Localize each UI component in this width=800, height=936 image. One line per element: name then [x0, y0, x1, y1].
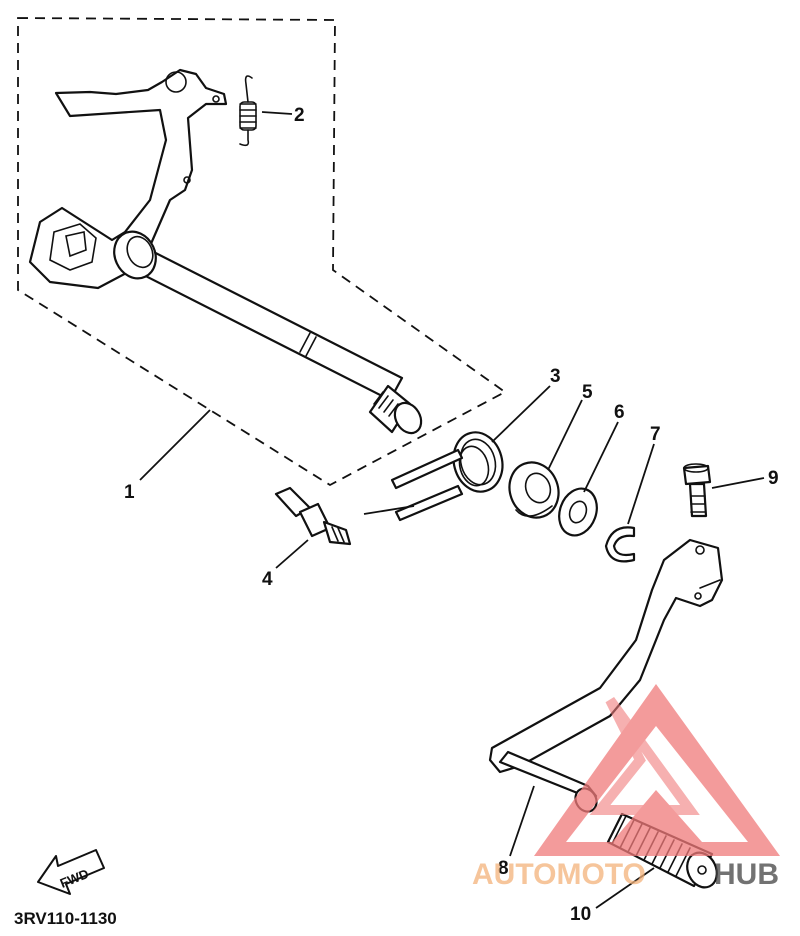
callout-numbers: 1 2 3 4 5 6 7 9 8 10	[124, 105, 779, 925]
leader-lines	[139, 111, 765, 909]
fwd-arrow-icon	[37, 849, 105, 895]
callout-1: 1	[124, 482, 135, 503]
assembly-boundary-dashed	[17, 17, 507, 487]
callout-6: 6	[614, 402, 625, 423]
callout-4: 4	[262, 569, 273, 590]
tension-spring	[239, 75, 257, 147]
spline-lines	[373, 391, 399, 417]
oil-seal	[508, 461, 560, 519]
circlip	[604, 526, 636, 563]
watermark-text-left: AUTOMOTO	[472, 858, 646, 891]
callout-2: 2	[294, 105, 305, 126]
callout-8: 8	[498, 858, 509, 879]
callout-10: 10	[570, 904, 591, 925]
callout-3: 3	[550, 366, 561, 387]
washer	[558, 487, 598, 537]
watermark-text-right: HUB	[714, 858, 779, 891]
fwd-arrow: FWD	[37, 849, 105, 895]
shift-shaft-assembly	[28, 68, 423, 435]
callout-5: 5	[582, 382, 593, 403]
torsion-spring	[390, 431, 504, 522]
callout-7: 7	[650, 424, 661, 445]
callout-9: 9	[768, 468, 779, 489]
stopper-bolt	[274, 486, 352, 546]
part-code: 3RV110-1130	[14, 909, 117, 928]
watermark-logo: AUTOMOTO HUB	[472, 684, 780, 891]
watermark-inner-triangle	[589, 697, 700, 815]
watermark-triangle-icon	[534, 684, 780, 856]
pinch-bolt	[682, 463, 712, 518]
